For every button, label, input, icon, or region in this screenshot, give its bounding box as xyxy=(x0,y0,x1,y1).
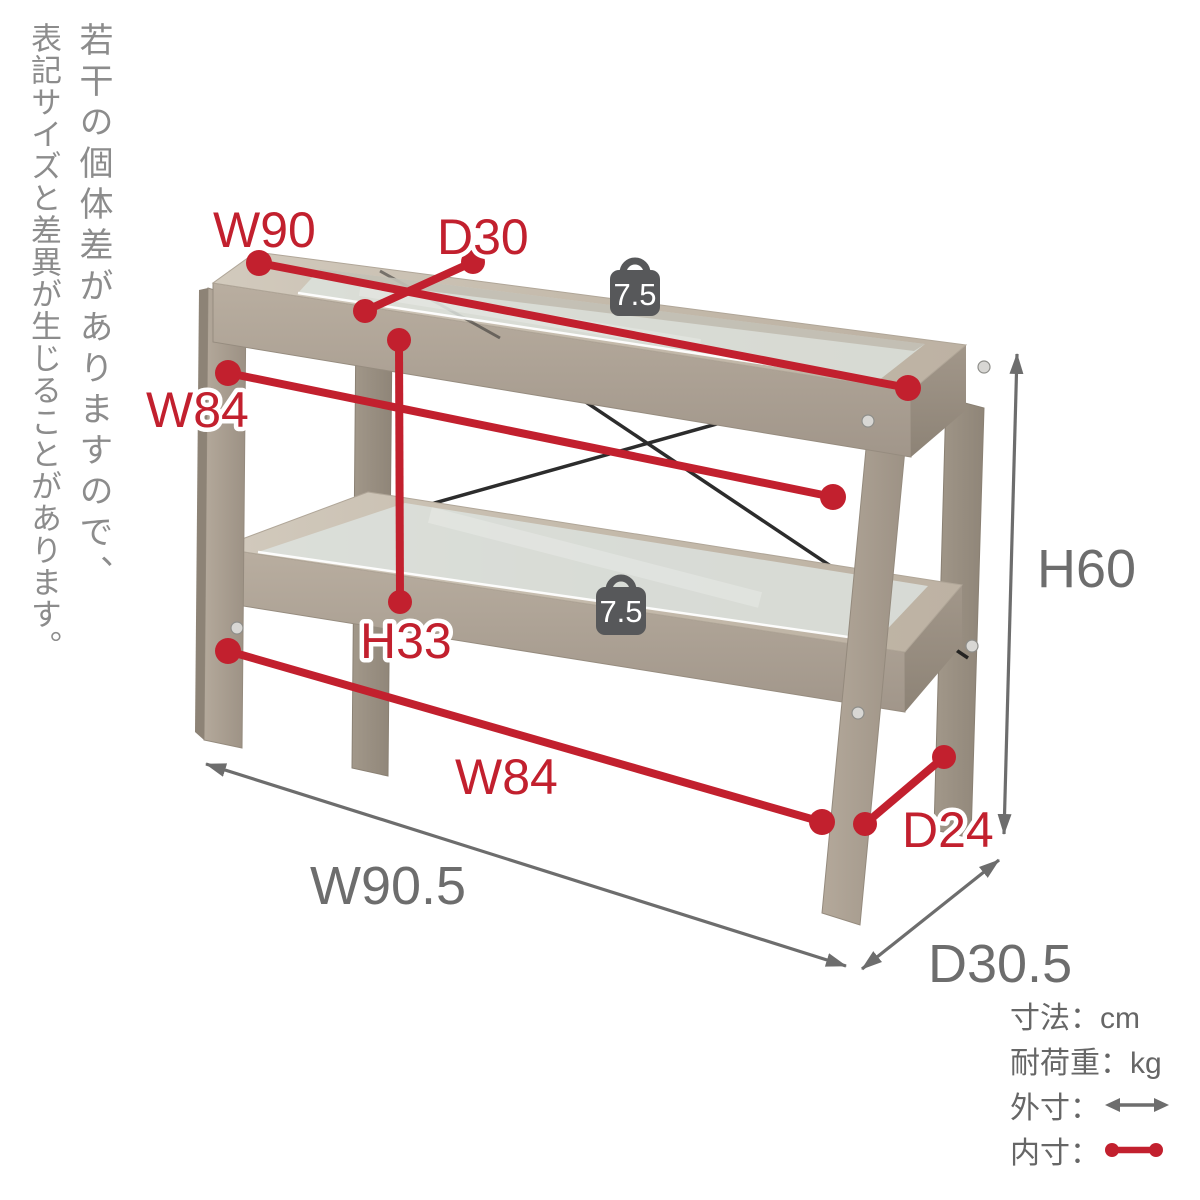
lower-shelf-glass xyxy=(258,503,928,641)
dim-w905-arrow xyxy=(205,762,847,968)
legend-outer-row: 外寸： xyxy=(1010,1088,1170,1125)
legend-units-row: 寸法：cm xyxy=(1010,998,1170,1035)
load-badge-top: 7.5 xyxy=(610,257,660,316)
screw-icon xyxy=(861,414,875,428)
dim-label-w84-top: W84 xyxy=(146,382,249,438)
top-shelf-right-end xyxy=(911,345,966,457)
notice-line-1: 若干の個体差がありますので、 xyxy=(74,22,112,596)
notice-line-2: 表記サイズと差異が生じることがあります。 xyxy=(26,22,61,662)
console-table xyxy=(195,251,991,926)
top-shelf xyxy=(211,251,968,458)
load-capacity-value-bottom: 7.5 xyxy=(599,594,642,629)
dim-label-d24: D24 xyxy=(902,802,994,858)
screw-icon xyxy=(230,621,244,635)
legend-inner-row: 内寸： xyxy=(1010,1133,1170,1170)
lower-glass-reflection xyxy=(428,507,762,608)
dim-label-d305: D30.5 xyxy=(928,934,1072,994)
dim-w90 xyxy=(246,250,921,401)
load-weight-icon xyxy=(605,574,637,591)
front-left-leg xyxy=(203,287,247,749)
dim-label-d30: D30 xyxy=(437,209,529,265)
screws xyxy=(230,360,991,720)
legend-units-label: 寸法：cm xyxy=(1010,1002,1140,1035)
front-left-leg-side xyxy=(195,288,208,740)
dim-label-h33: H33 xyxy=(360,613,452,669)
dim-label-w84-bottom: W84 xyxy=(455,749,558,805)
dim-label-h60: H60 xyxy=(1037,539,1136,599)
legend-inner-label: 内寸： xyxy=(1010,1137,1100,1170)
dim-d30 xyxy=(353,250,485,323)
lower-shelf xyxy=(216,491,963,713)
dim-h60-arrow xyxy=(997,353,1024,835)
dim-d24 xyxy=(853,745,956,836)
load-weight-icon-body xyxy=(596,587,646,635)
dim-label-w905: W90.5 xyxy=(310,856,466,916)
legend: 寸法：cm 耐荷重：kg 外寸： 内寸： xyxy=(1010,998,1170,1170)
size-variation-notice: 若干の個体差がありますので、 表記サイズと差異が生じることがあります。 xyxy=(18,22,118,1182)
legend-load-label: 耐荷重：kg xyxy=(1010,1047,1162,1080)
screw-icon xyxy=(965,639,979,653)
dim-w84-top xyxy=(215,360,846,510)
legend-outer-label: 外寸： xyxy=(1010,1092,1100,1125)
load-badge-bottom: 7.5 xyxy=(596,574,646,635)
outer-dimensions xyxy=(205,353,1024,971)
dim-d305-arrow xyxy=(861,858,1000,971)
load-weight-icon-body xyxy=(610,270,660,316)
lower-glass-front-edge-highlight xyxy=(257,550,877,643)
load-capacity-value-top: 7.5 xyxy=(613,277,656,312)
screw-icon xyxy=(851,706,865,720)
inner-dimension-line-icon xyxy=(1105,1143,1163,1157)
load-weight-icon xyxy=(619,257,651,274)
legend-load-row: 耐荷重：kg xyxy=(1010,1043,1170,1080)
dim-label-w90: W90 xyxy=(213,202,316,258)
dim-h33 xyxy=(387,328,412,614)
screw-icon xyxy=(977,360,991,374)
outer-dimension-arrow-icon xyxy=(1105,1098,1169,1112)
lower-shelf-right-end xyxy=(905,585,962,712)
